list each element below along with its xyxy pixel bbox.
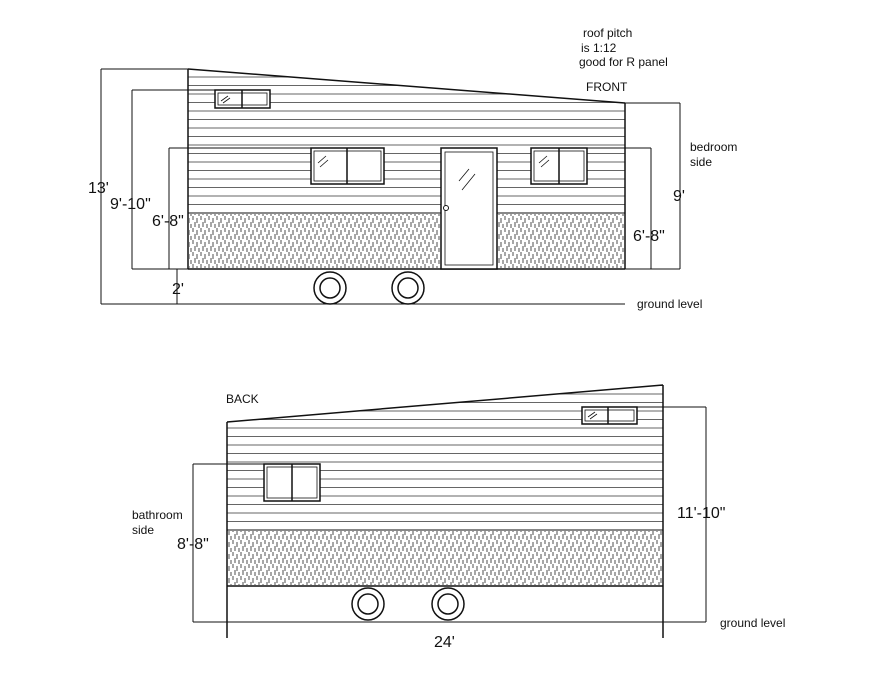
front-elevation: FRONT 13' 9'-10" 6'-8" 9' 6'-8" 2' groun… <box>88 68 737 311</box>
dim-trailer-height: 2' <box>172 281 184 298</box>
dim-door-height-left: 6'-8" <box>152 213 184 230</box>
dim-door-height-right: 6'-8" <box>633 228 665 245</box>
roof-note-line-1: roof pitch <box>583 26 632 40</box>
dim-length: 24' <box>434 634 455 651</box>
front-ground-label: ground level <box>637 297 702 311</box>
back-dimension-lines <box>192 406 707 638</box>
front-side-label-2: side <box>690 155 712 169</box>
front-wheel-left <box>313 271 347 305</box>
front-side-label-1: bedroom <box>690 140 737 154</box>
dim-window-height: 9'-10" <box>110 196 151 213</box>
roof-pitch-note: roof pitch is 1:12 good for R panel <box>579 26 668 69</box>
back-elevation: BACK bathroom side 8'-8" 11'-10" 24' gro… <box>132 384 785 651</box>
dim-wall-right: 9' <box>673 188 685 205</box>
front-roof-line <box>187 68 626 104</box>
back-stone-skirt <box>228 531 662 585</box>
front-siding <box>188 76 625 205</box>
roof-note-line-2: is 1:12 <box>581 41 617 55</box>
front-door <box>440 147 498 270</box>
back-side-label-1: bathroom <box>132 508 183 522</box>
back-wheel-right <box>431 587 465 621</box>
front-left-window <box>310 147 385 185</box>
front-small-window <box>214 89 271 109</box>
back-roof-line <box>226 384 664 423</box>
dim-back-total-height: 11'-10" <box>677 505 725 522</box>
front-wheel-right <box>391 271 425 305</box>
roof-note-line-3: good for R panel <box>579 55 668 69</box>
back-small-window <box>581 406 638 425</box>
front-title: FRONT <box>586 80 628 94</box>
back-ground-label: ground level <box>720 616 785 630</box>
back-window <box>263 463 321 502</box>
front-stone-skirt <box>189 214 441 268</box>
back-siding <box>227 385 663 522</box>
dim-back-window-height: 8'-8" <box>177 536 209 553</box>
back-side-label-2: side <box>132 523 154 537</box>
door-knob <box>443 205 449 211</box>
back-title: BACK <box>226 392 259 406</box>
front-dimension-lines <box>100 68 681 305</box>
dim-total-height: 13' <box>88 180 109 197</box>
front-right-window <box>530 147 588 185</box>
back-wheel-left <box>351 587 385 621</box>
